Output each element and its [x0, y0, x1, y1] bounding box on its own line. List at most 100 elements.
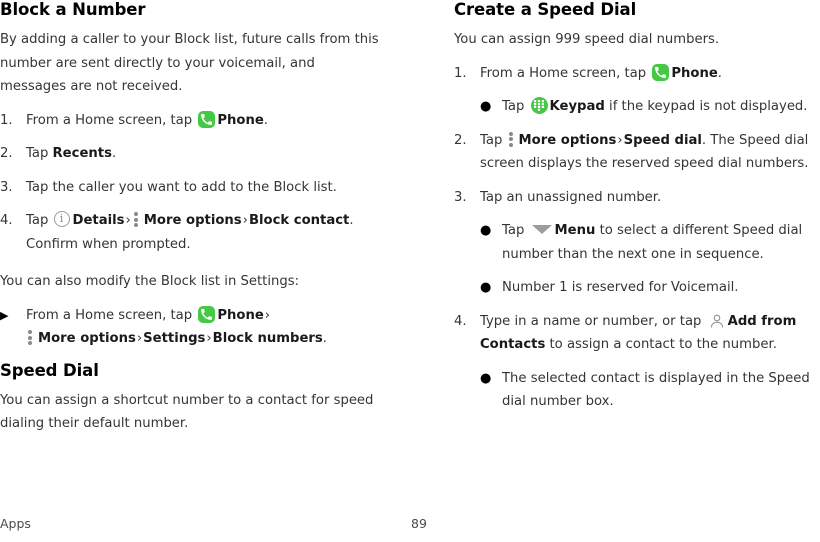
step-text-post: . The Speed dial screen displays the res…	[480, 132, 809, 172]
step-item: 1. From a Home screen, tap Phone.	[0, 109, 382, 133]
sub-bullet-text: The selected contact is displayed in the…	[502, 370, 810, 410]
step-bold-add-from-contacts: Add from Contacts	[480, 313, 797, 353]
settings-path-step: ▶ From a Home screen, tap Phone›More opt…	[0, 304, 382, 351]
sub-text-post: to select a different Speed dial number …	[502, 223, 803, 262]
page-footer: Apps 89	[0, 510, 820, 542]
step-text-post: .	[111, 146, 117, 161]
step-text-pre: Type in a name or number, or tap	[480, 313, 702, 329]
sub-bullet-text: Tap Keypad if the keypad is not displaye…	[502, 95, 812, 119]
create-speed-dial-intro: You can assign 999 speed dial numbers.	[454, 32, 720, 47]
chevron-separator: ›	[617, 132, 623, 148]
chevron-separator: ›	[242, 213, 248, 228]
round-bullet-icon: ●	[480, 223, 492, 238]
step-item: 3. Tap an unassigned number.	[454, 186, 812, 210]
step-text-post: .	[263, 112, 268, 128]
sub-bullet-item: ● Tap Keypad if the keypad is not displa…	[454, 95, 812, 119]
settings-note-paragraph: You can also modify the Block list in Se…	[0, 274, 300, 289]
left-column: Block a Number By adding a caller to you…	[0, 0, 410, 510]
chevron-separator: ›	[264, 307, 271, 323]
step-bold-recents: Recents	[52, 146, 112, 161]
step-text-post: to assign a contact to the number.	[549, 337, 777, 352]
section-title-speed-dial: Speed Dial	[0, 360, 99, 380]
step-number: 3.	[454, 189, 467, 205]
step-text: Tap Recents.	[26, 142, 382, 166]
phone-app-icon	[198, 305, 216, 323]
sub-bold-keypad: Keypad	[549, 99, 605, 114]
step-text: From a Home screen, tap Phone.	[26, 109, 382, 133]
more-options-icon	[508, 131, 515, 147]
step-text: From a Home screen, tap Phone.	[480, 62, 812, 86]
step-text-pre: From a Home screen, tap	[480, 65, 647, 81]
step-number: 2.	[454, 132, 467, 148]
settings-bold-more-options: More options	[38, 331, 136, 346]
settings-path-text: From a Home screen, tap Phone›More optio…	[26, 304, 382, 351]
step-text-tail: Confirm when prompted.	[26, 236, 191, 252]
settings-path-post: .	[322, 331, 327, 346]
step-item: 1. From a Home screen, tap Phone.	[454, 62, 812, 86]
footer-page-number: 89	[411, 516, 427, 531]
page-title-block-a-number: Block a Number	[0, 0, 146, 19]
more-options-icon	[28, 329, 34, 345]
step-number: 3.	[0, 179, 13, 195]
step-text-pre: Tap	[26, 213, 49, 228]
step-bold-block-contact: Block contact	[248, 213, 350, 228]
step-text: Tap an unassigned number.	[480, 189, 662, 205]
settings-bold-phone: Phone	[217, 307, 264, 323]
two-column-body: Block a Number By adding a caller to you…	[0, 0, 820, 510]
step-bold-more-options: More options	[518, 132, 617, 148]
step-text-post: .	[717, 65, 722, 81]
step-number: 2.	[0, 146, 13, 161]
right-column: Create a Speed Dial You can assign 999 s…	[410, 0, 820, 510]
step-bold-phone: Phone	[217, 112, 264, 128]
sub-bullet-item: ● Tap Menu to select a different Speed d…	[454, 219, 812, 266]
step-text: Tap More options›Speed dial. The Speed d…	[480, 129, 812, 176]
settings-path-pre: From a Home screen, tap	[26, 307, 193, 323]
sub-bold-menu: Menu	[554, 223, 596, 238]
phone-app-icon	[652, 63, 670, 81]
menu-dropdown-icon	[531, 223, 552, 235]
step-item: 3. Tap the caller you want to add to the…	[0, 176, 382, 200]
sub-bullet-text: Tap Menu to select a different Speed dia…	[502, 219, 812, 266]
section-title-create-a-speed-dial: Create a Speed Dial	[454, 0, 637, 19]
step-item: 2. Tap Recents.	[0, 142, 382, 166]
sub-bullet-item: ● The selected contact is displayed in t…	[454, 367, 812, 414]
block-intro-paragraph: By adding a caller to your Block list, f…	[0, 32, 379, 94]
speed-dial-intro-paragraph: You can assign a shortcut number to a co…	[0, 392, 374, 432]
arrow-bullet-icon: ▶	[0, 308, 9, 322]
round-bullet-icon: ●	[480, 280, 492, 295]
sub-text-post: if the keypad is not displayed.	[609, 99, 808, 114]
chevron-separator: ›	[206, 331, 212, 346]
step-item: 4. Type in a name or number, or tap Add …	[454, 310, 812, 357]
step-number: 4.	[0, 213, 13, 228]
settings-bold-block-numbers: Block numbers	[212, 331, 323, 346]
add-from-contacts-icon	[709, 313, 725, 329]
chevron-separator: ›	[125, 213, 131, 228]
step-text-pre: Tap	[480, 132, 503, 148]
step-text-pre: Tap	[26, 146, 49, 161]
step-text-post: .	[349, 213, 354, 228]
keypad-icon	[530, 97, 548, 114]
step-number: 1.	[454, 65, 467, 81]
sub-bullet-text: Number 1 is reserved for Voicemail.	[502, 280, 739, 295]
settings-bold-settings: Settings	[143, 331, 206, 346]
step-bold-speed-dial: Speed dial	[623, 132, 702, 148]
footer-section-label: Apps	[0, 516, 31, 531]
step-bold-details: Details	[72, 213, 125, 228]
more-options-icon	[133, 211, 140, 227]
sub-text-pre: Tap	[502, 99, 525, 114]
round-bullet-icon: ●	[480, 99, 492, 114]
step-text: Tap the caller you want to add to the Bl…	[26, 179, 337, 195]
sub-bullet-item: ● Number 1 is reserved for Voicemail.	[454, 276, 812, 300]
chevron-separator: ›	[136, 331, 143, 346]
round-bullet-icon: ●	[480, 370, 492, 386]
step-bold-more-options: More options	[143, 213, 242, 228]
details-info-icon: i	[53, 211, 70, 227]
step-number: 1.	[0, 112, 13, 128]
step-bold-phone: Phone	[671, 65, 718, 81]
step-item: 2. Tap More options›Speed dial. The Spee…	[454, 129, 812, 176]
step-text-pre: From a Home screen, tap	[26, 112, 193, 128]
step-number: 4.	[454, 313, 467, 329]
